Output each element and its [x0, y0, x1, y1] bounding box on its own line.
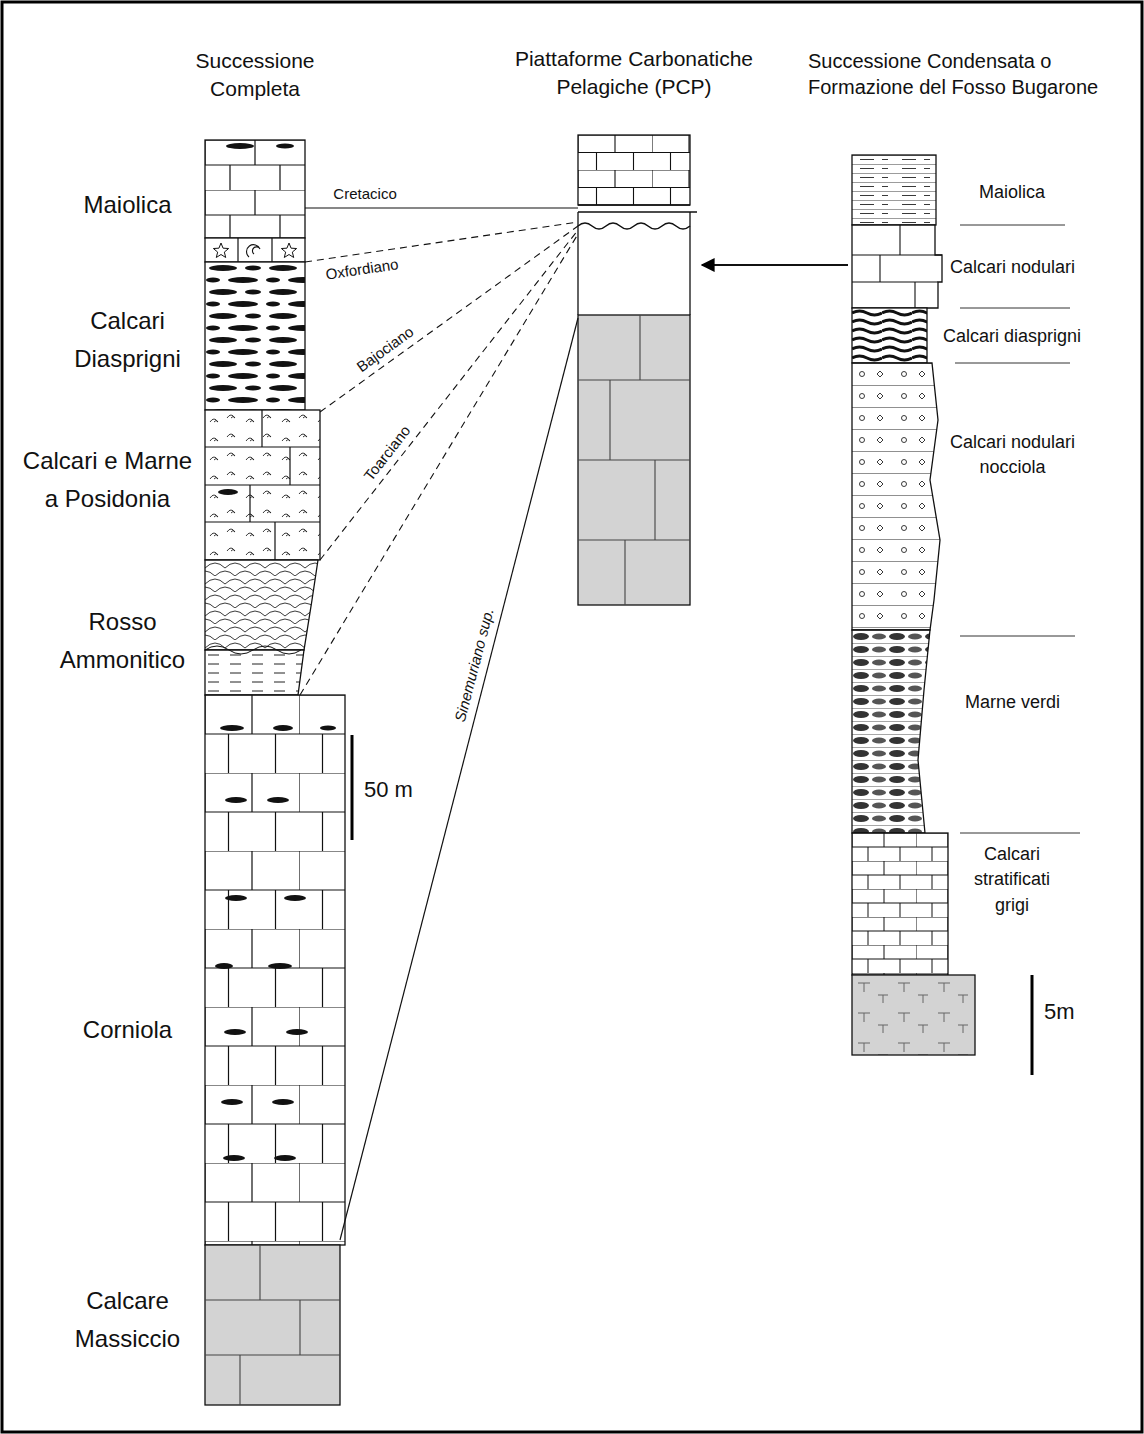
chert-lens [225, 895, 247, 901]
correlation-line [300, 234, 578, 695]
chert-lens [224, 1029, 246, 1035]
strat-column: Successione Completa [205, 140, 345, 1405]
chert-lens [223, 1155, 245, 1161]
marne-layer [852, 630, 930, 833]
corniola-layer [205, 695, 345, 1245]
correlation-line [340, 318, 578, 1240]
unconformity [578, 223, 690, 229]
chert-lens [286, 1029, 308, 1035]
maiolica-layer [205, 140, 305, 238]
chert-lens [268, 963, 292, 969]
joint-lines [205, 1245, 340, 1405]
complete-succession-column [205, 140, 352, 1405]
age-label: Sinemuriano sup. [450, 603, 497, 726]
unit-name: Marne verdi [945, 690, 1080, 715]
rosso-ammonitico-layer [205, 650, 304, 695]
correlation-line [320, 230, 578, 560]
chert-lens [215, 963, 233, 969]
posidonia-layer [205, 410, 320, 560]
strat-column: Piattaforme Carbonatiche Pelagiche (PCP) [578, 135, 690, 605]
correlation-line [320, 226, 578, 412]
chert-lens [226, 143, 254, 149]
chert-lenses [215, 725, 336, 1161]
scale-value: 50 m [364, 776, 444, 805]
age-label: Cretacico [330, 185, 399, 202]
massiccio-layer [852, 975, 975, 1055]
star-symbol [213, 243, 228, 257]
chert-lens [274, 1155, 296, 1161]
column-heading: Successione Condensata o Formazione del … [808, 48, 1128, 100]
scale-bar [351, 735, 354, 840]
unit-separator [955, 225, 1080, 833]
diasprigni-layer [852, 308, 927, 363]
unit-name: Calcari diasprigni [937, 324, 1087, 349]
column-title: Piattaforme Carbonatiche Pelagiche (PCP) [499, 45, 769, 100]
column-side [578, 212, 690, 315]
condensed-column [852, 155, 1080, 1075]
correlation-line [305, 207, 578, 208]
chert-lens [225, 797, 247, 803]
chert-lens [267, 797, 289, 803]
maiolica-layer [852, 155, 936, 225]
age-label: Bajociano [350, 321, 418, 377]
formation-name: Calcare Massiccio [40, 1282, 215, 1359]
scale-bar [1031, 975, 1034, 1075]
maiolica-layer [578, 135, 690, 205]
bed-divider [578, 205, 697, 212]
chert-lens [220, 725, 244, 731]
grey-limestone-layer [852, 833, 948, 975]
rosso-ammonitico-layer [205, 560, 318, 650]
ammonite-symbol [247, 245, 260, 257]
diasprigni-layer [205, 262, 305, 410]
formation-name: Maiolica [40, 186, 215, 224]
chert-lens [273, 725, 293, 731]
bed-divider [205, 646, 301, 654]
massiccio-layer [578, 315, 690, 605]
formation-name: Rosso Ammonitico [35, 603, 210, 680]
formation-name: Corniola [40, 1011, 215, 1049]
age-label: Toarciano [358, 420, 415, 487]
nocciola-layer [852, 363, 940, 630]
fossil-band [205, 238, 305, 262]
bed-divider [852, 225, 942, 308]
unit-name: Calcari nodulari [945, 255, 1080, 280]
chert-lens [272, 1099, 294, 1105]
bed-divider [238, 238, 272, 262]
strat-column: Successione Condensata o Formazione del … [852, 155, 975, 1055]
chert-lens [284, 895, 306, 901]
chert-lens [320, 726, 336, 731]
unit-name: Calcari nodulari nocciola [945, 430, 1080, 480]
joint-lines [578, 315, 690, 605]
unit-name: Calcari stratificati grigi [957, 842, 1067, 918]
chert-lens [218, 489, 238, 495]
formation-name: Calcari Diasprigni [40, 302, 215, 379]
pcp-column [578, 135, 697, 605]
scale-value: 5m [1044, 998, 1104, 1027]
column-heading: Successione Completa [175, 47, 335, 102]
pointer-arrow [702, 264, 848, 266]
column-heading: Piattaforme Carbonatiche Pelagiche (PCP) [499, 45, 769, 100]
age-label: Oxfordiano [321, 255, 402, 284]
column-title: Successione Completa [175, 47, 335, 102]
column-title: Successione Condensata o Formazione del … [808, 48, 1128, 100]
star-symbol [281, 243, 296, 257]
massiccio-layer [205, 1245, 340, 1405]
unit-name: Maiolica [947, 180, 1077, 205]
chert-lens [221, 1099, 243, 1105]
formation-name: Calcari e Marne a Posidonia [20, 442, 195, 519]
nodular-layer [852, 225, 942, 308]
bed-divider [205, 410, 320, 560]
chert-lens [276, 144, 294, 149]
